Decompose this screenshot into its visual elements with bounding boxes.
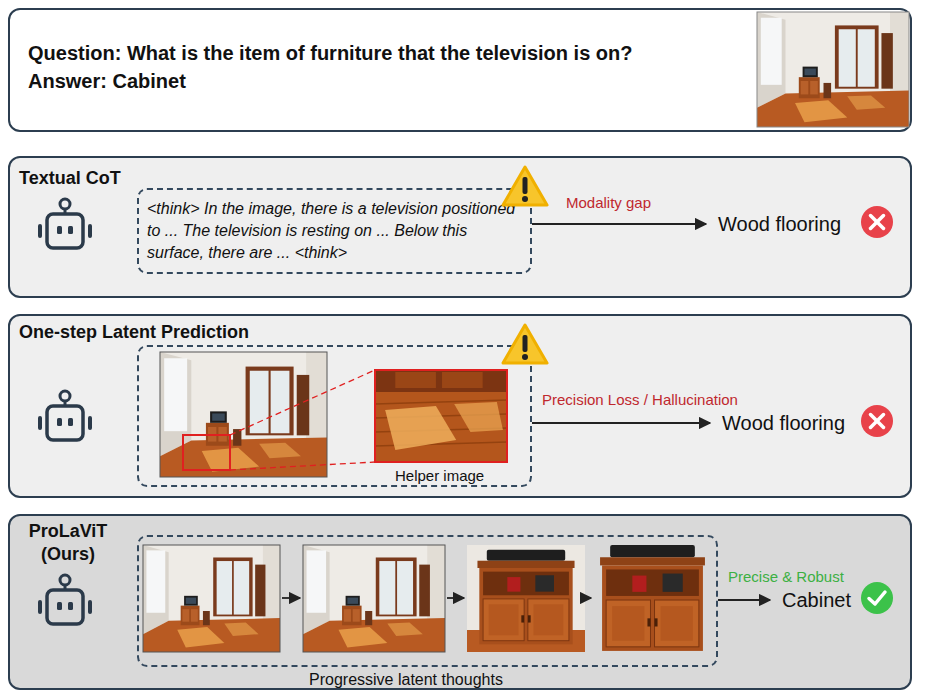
reasoning-text: <think> In the image, there is a televis… — [147, 198, 527, 264]
latent-box: Helper image — [137, 345, 532, 487]
answer-output: Wood flooring — [718, 211, 841, 237]
question-panel: Question: What is the item of furniture … — [8, 8, 912, 132]
output-text: Wood flooring — [722, 410, 845, 436]
answer-output: Cabinet — [782, 587, 851, 613]
method-panel: One-step Latent PredictionHelper image Wo… — [8, 314, 912, 498]
method-panel: Textual CoT <think> In the image, there i… — [8, 156, 912, 298]
method-panel: ProLaViT (Ours) Progressive latent though… — [8, 514, 912, 690]
reasoning-box: <think> In the image, there is a televis… — [137, 188, 532, 274]
answer-text: Answer: Cabinet — [28, 68, 186, 94]
answer-output: Wood flooring — [722, 410, 845, 436]
latent-box: Progressive latent thoughts — [137, 535, 718, 667]
question-text: Question: What is the item of furniture … — [28, 40, 632, 66]
image-caption: Progressive latent thoughts — [309, 670, 503, 690]
output-text: Cabinet — [782, 587, 851, 613]
panel-title: One-step Latent Prediction — [19, 321, 249, 344]
panel-title: ProLaViT (Ours) — [20, 520, 116, 566]
output-text: Wood flooring — [718, 211, 841, 237]
image-caption: Helper image — [395, 467, 484, 485]
panel-title: Textual CoT — [19, 167, 121, 190]
